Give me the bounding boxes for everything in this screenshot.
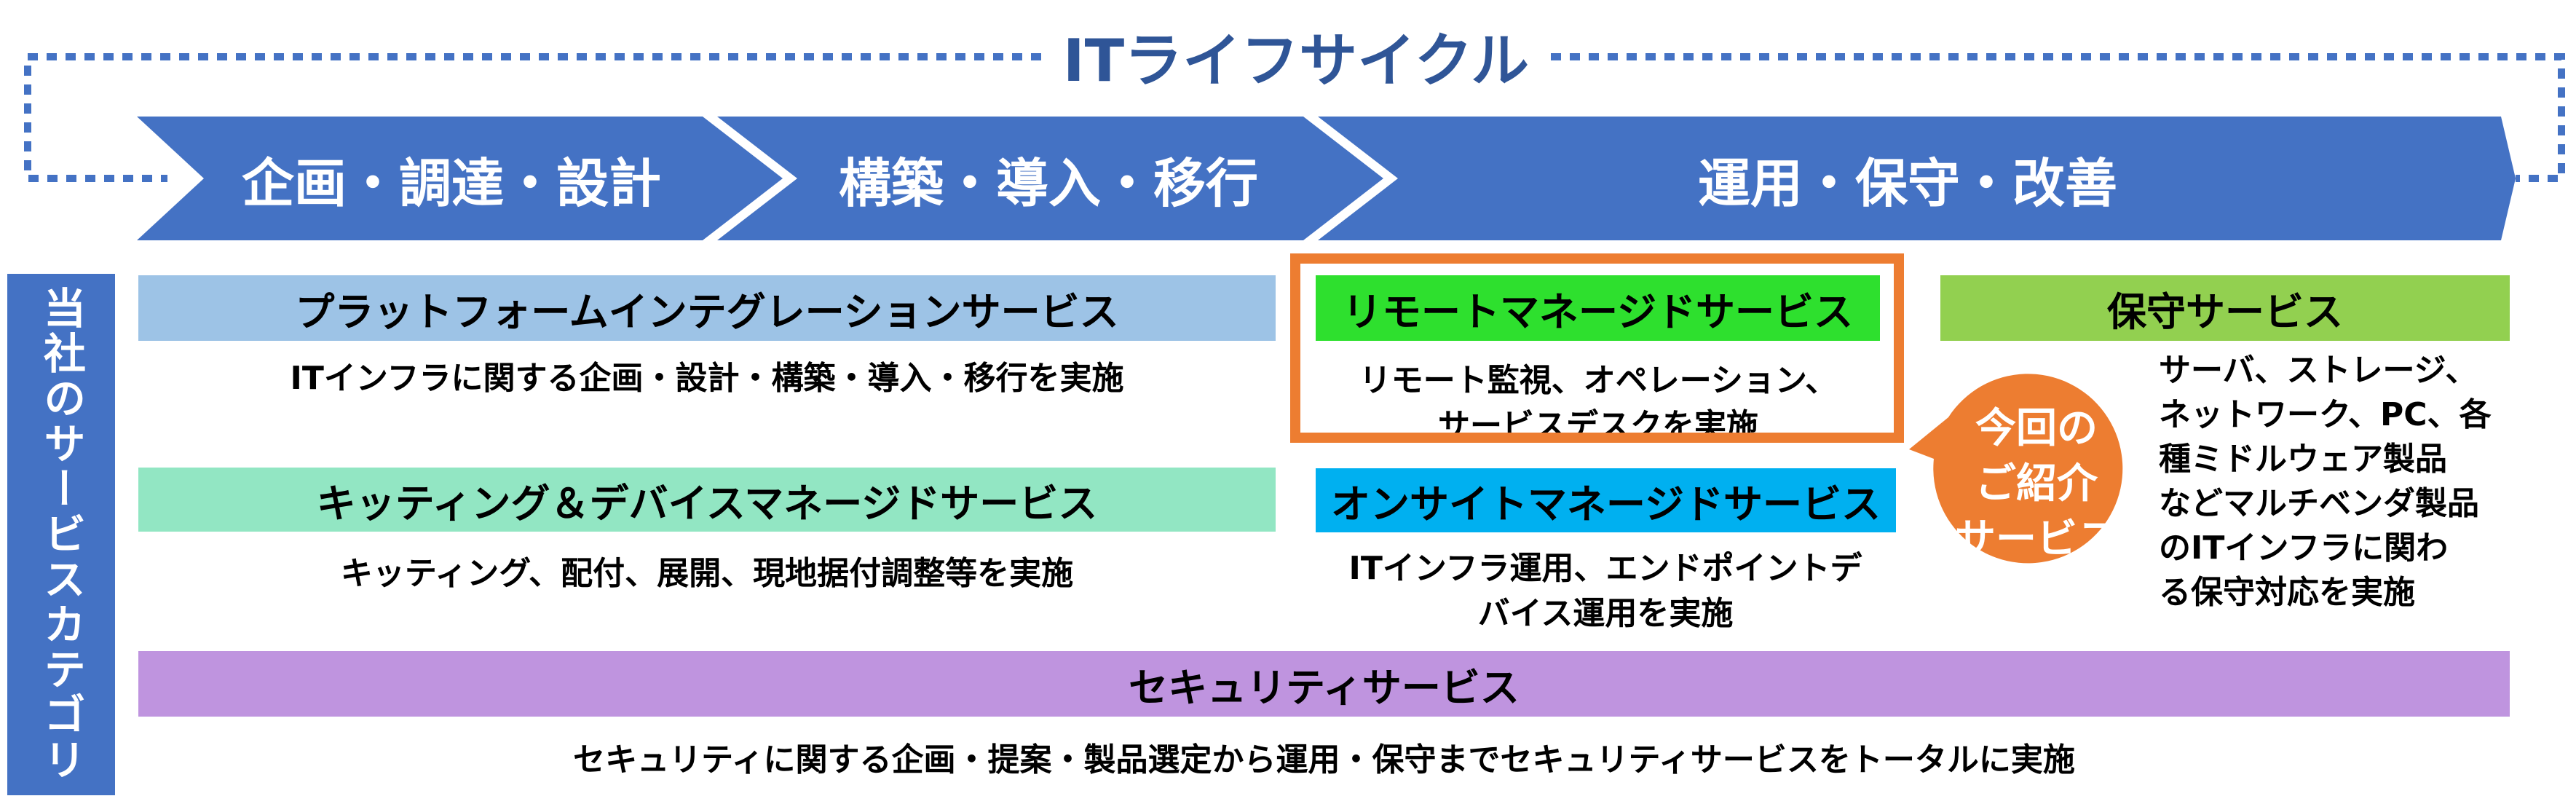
- maintenance-service-desc: サーバ、ストレージ、 ネットワーク、PC、各 種ミドルウェア製品 などマルチベン…: [2159, 348, 2494, 625]
- onsite-service-desc: ITインフラ運用、エンドポイントデ バイス運用を実施: [1303, 545, 1908, 638]
- onsite-service-header: オンサイトマネージドサービス: [1316, 468, 1896, 532]
- intro-callout-line: サービス: [1955, 516, 2118, 563]
- lifecycle-loop-line-right: [1551, 53, 2565, 182]
- maintenance-desc-line: 種ミドルウェア製品: [2159, 441, 2447, 478]
- phase-arrow-operate: [1318, 117, 2516, 240]
- maintenance-service-header: 保守サービス: [1940, 275, 2510, 341]
- phase-arrow-build: [717, 117, 1383, 240]
- onsite-desc-line: ITインフラ運用、エンドポイントデ: [1348, 550, 1862, 587]
- remote-desc-line: リモート監視、オペレーション、: [1359, 362, 1838, 399]
- platform-service-header: プラットフォームインテグレーションサービス: [138, 275, 1276, 341]
- intro-callout-line: 今回の: [1975, 405, 2098, 452]
- intro-callout-bubble: [1909, 374, 2123, 564]
- maintenance-desc-line: のITインフラに関わ: [2159, 529, 2449, 567]
- intro-callout-line: ご紹介: [1975, 460, 2098, 508]
- phase-arrow-plan: [137, 117, 783, 240]
- remote-service-header: リモートマネージドサービス: [1316, 275, 1880, 341]
- intro-callout-text: 今回の ご紹介 サービス: [1938, 397, 2135, 572]
- phase-label-operate: 運用・保守・改善: [1697, 152, 2117, 214]
- security-service-header: セキュリティサービス: [138, 651, 2510, 717]
- lifecycle-loop: [24, 53, 2565, 240]
- maintenance-desc-line: る保守対応を実施: [2159, 574, 2415, 611]
- intro-callout-shape: [1909, 374, 2123, 564]
- remote-service-desc: リモート監視、オペレーション、 サービスデスクを実施: [1311, 357, 1886, 450]
- maintenance-desc-line: サーバ、ストレージ、: [2159, 352, 2478, 389]
- phase-label-plan: 企画・調達・設計: [241, 152, 661, 214]
- maintenance-desc-line: ネットワーク、PC、各: [2159, 396, 2492, 433]
- maintenance-desc-line: などマルチベンダ製品: [2159, 485, 2479, 522]
- phase-label-build: 構築・導入・移行: [838, 152, 1258, 214]
- platform-service-desc: ITインフラに関する企画・設計・構築・導入・移行を実施: [290, 360, 1124, 397]
- onsite-desc-line: バイス運用を実施: [1477, 595, 1734, 632]
- highlight-frame: [1290, 253, 1904, 443]
- security-service-desc: セキュリティに関する企画・提案・製品選定から運用・保守までセキュリティサービスを…: [573, 741, 2075, 779]
- service-category-label: 当社のサービスカテゴリ: [7, 274, 115, 795]
- kitting-service-desc: キッティング、配付、展開、現地据付調整等を実施: [340, 555, 1074, 592]
- kitting-service-header: キッティング＆デバイスマネージドサービス: [138, 468, 1276, 532]
- lifecycle-title: ITライフサイクル: [1062, 27, 1530, 95]
